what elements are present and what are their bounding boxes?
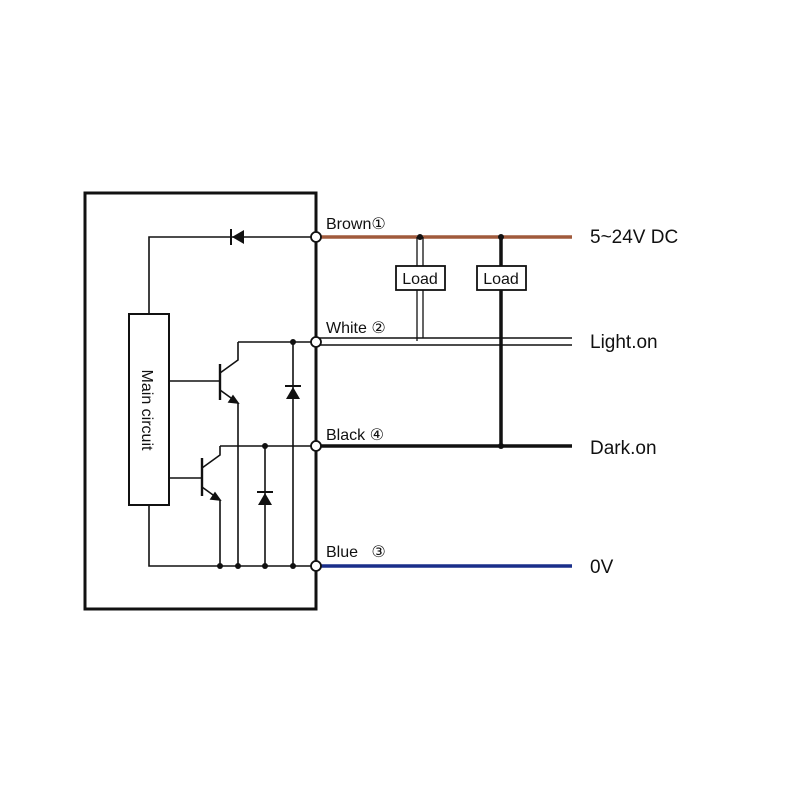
load-1-label: Load bbox=[402, 271, 438, 288]
brown-wire-label: Brown① bbox=[326, 216, 386, 233]
terminals bbox=[310, 231, 322, 572]
white-wire-label: White ② bbox=[326, 320, 386, 337]
terminal-blue bbox=[310, 560, 322, 572]
sensor-housing bbox=[83, 191, 318, 611]
terminal-black bbox=[310, 440, 322, 452]
white-wire bbox=[316, 337, 572, 346]
main-circuit-label: Main circuit bbox=[138, 370, 155, 451]
supply-feed-wire bbox=[148, 236, 316, 314]
junction-dots bbox=[217, 339, 296, 569]
load-2 bbox=[476, 234, 527, 449]
load-2-label: Load bbox=[483, 271, 519, 288]
blue-output-label: 0V bbox=[590, 557, 614, 578]
terminal-white bbox=[310, 336, 322, 348]
white-output-label: Light.on bbox=[590, 332, 658, 353]
black-output-label: Dark.on bbox=[590, 438, 657, 459]
white-protection-diode bbox=[285, 342, 301, 566]
terminal-brown bbox=[310, 231, 322, 243]
transistor-white bbox=[169, 341, 316, 566]
brown-output-label: 5~24V DC bbox=[590, 227, 678, 248]
blue-wire-label: Blue ③ bbox=[326, 544, 386, 561]
black-protection-diode bbox=[257, 446, 273, 566]
transistor-black bbox=[169, 445, 316, 566]
supply-diode bbox=[230, 229, 244, 245]
black-wire-label: Black ④ bbox=[326, 427, 384, 444]
load-1 bbox=[395, 234, 446, 341]
ground-return-wire bbox=[148, 505, 316, 567]
